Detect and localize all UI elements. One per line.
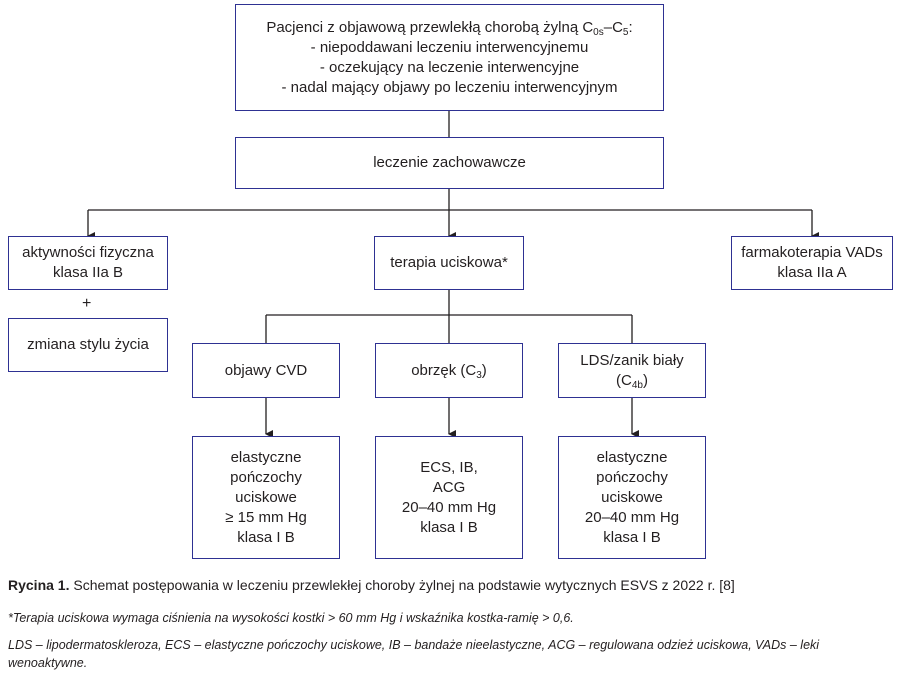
- conservative-treatment-box: leczenie zachowawcze: [235, 137, 664, 189]
- symptom-box-edema: obrzęk (C3): [375, 343, 523, 398]
- treatment-line: ECS, IB,: [420, 458, 478, 476]
- figure-caption-label: Rycina 1.: [8, 577, 70, 593]
- treatment-line: pończochy: [230, 468, 302, 486]
- symptom-class: (C4b): [616, 371, 648, 391]
- treatment-line: klasa I B: [420, 518, 478, 536]
- pharmacotherapy-label: farmakoterapia VADs: [741, 244, 883, 261]
- footnote: *Terapia uciskowa wymaga ciśnienia na wy…: [8, 611, 574, 625]
- treatment-line: elastyczne: [596, 448, 668, 466]
- treatment-line: klasa I B: [237, 528, 295, 546]
- pharmacotherapy-box: farmakoterapia VADs klasa IIa A: [731, 236, 893, 290]
- symptom-box-lds: LDS/zanik biały (C4b): [558, 343, 706, 398]
- patients-item: - nadal mający objawy po leczeniu interw…: [281, 78, 618, 96]
- treatment-line: 20–40 mm Hg: [584, 508, 680, 526]
- physical-activity-label: aktywności fizyczna: [22, 244, 154, 261]
- treatment-line: klasa I B: [603, 528, 661, 546]
- patients-heading: Pacjenci z objawową przewlekłą chorobą ż…: [266, 18, 633, 38]
- symptom-label: obrzęk (C3): [411, 361, 487, 381]
- treatment-line: 20–40 mm Hg: [401, 498, 497, 516]
- treatment-box-1: elastyczne pończochy uciskowe ≥ 15 mm Hg…: [192, 436, 340, 559]
- treatment-line: ACG: [432, 478, 466, 496]
- figure-caption: Rycina 1. Schemat postępowania w leczeni…: [8, 576, 892, 595]
- symptom-label: objawy CVD: [224, 361, 308, 379]
- physical-activity-class: klasa IIa B: [52, 264, 124, 281]
- physical-activity-box: aktywności fizyczna klasa IIa B: [8, 236, 168, 290]
- treatment-line: pończochy: [596, 468, 668, 486]
- patients-item: - niepoddawani leczeniu interwencyjnemu: [310, 38, 589, 56]
- compression-therapy-box: terapia uciskowa*: [374, 236, 524, 290]
- lifestyle-change-label: zmiana stylu życia: [27, 336, 149, 353]
- treatment-line: elastyczne: [230, 448, 302, 466]
- compression-therapy-label: terapia uciskowa*: [390, 254, 508, 271]
- abbreviations-note: LDS – lipodermatoskleroza, ECS – elastyc…: [8, 638, 820, 670]
- patients-item: - oczekujący na leczenie interwencyjne: [319, 58, 580, 76]
- patients-box: Pacjenci z objawową przewlekłą chorobą ż…: [235, 4, 664, 111]
- symptom-box-cvd: objawy CVD: [192, 343, 340, 398]
- treatment-line: uciskowe: [601, 488, 663, 506]
- conservative-treatment-label: leczenie zachowawcze: [373, 154, 526, 171]
- plus-sign: +: [82, 295, 92, 312]
- lifestyle-change-box: zmiana stylu życia: [8, 318, 168, 372]
- figure-caption-text: Schemat postępowania w leczeniu przewlek…: [69, 577, 735, 593]
- treatment-line: uciskowe: [235, 488, 297, 506]
- treatment-line: ≥ 15 mm Hg: [225, 508, 307, 526]
- symptom-label: LDS/zanik biały: [580, 351, 684, 369]
- treatment-box-3: elastyczne pończochy uciskowe 20–40 mm H…: [558, 436, 706, 559]
- treatment-box-2: ECS, IB, ACG 20–40 mm Hg klasa I B: [375, 436, 523, 559]
- pharmacotherapy-class: klasa IIa A: [777, 264, 847, 281]
